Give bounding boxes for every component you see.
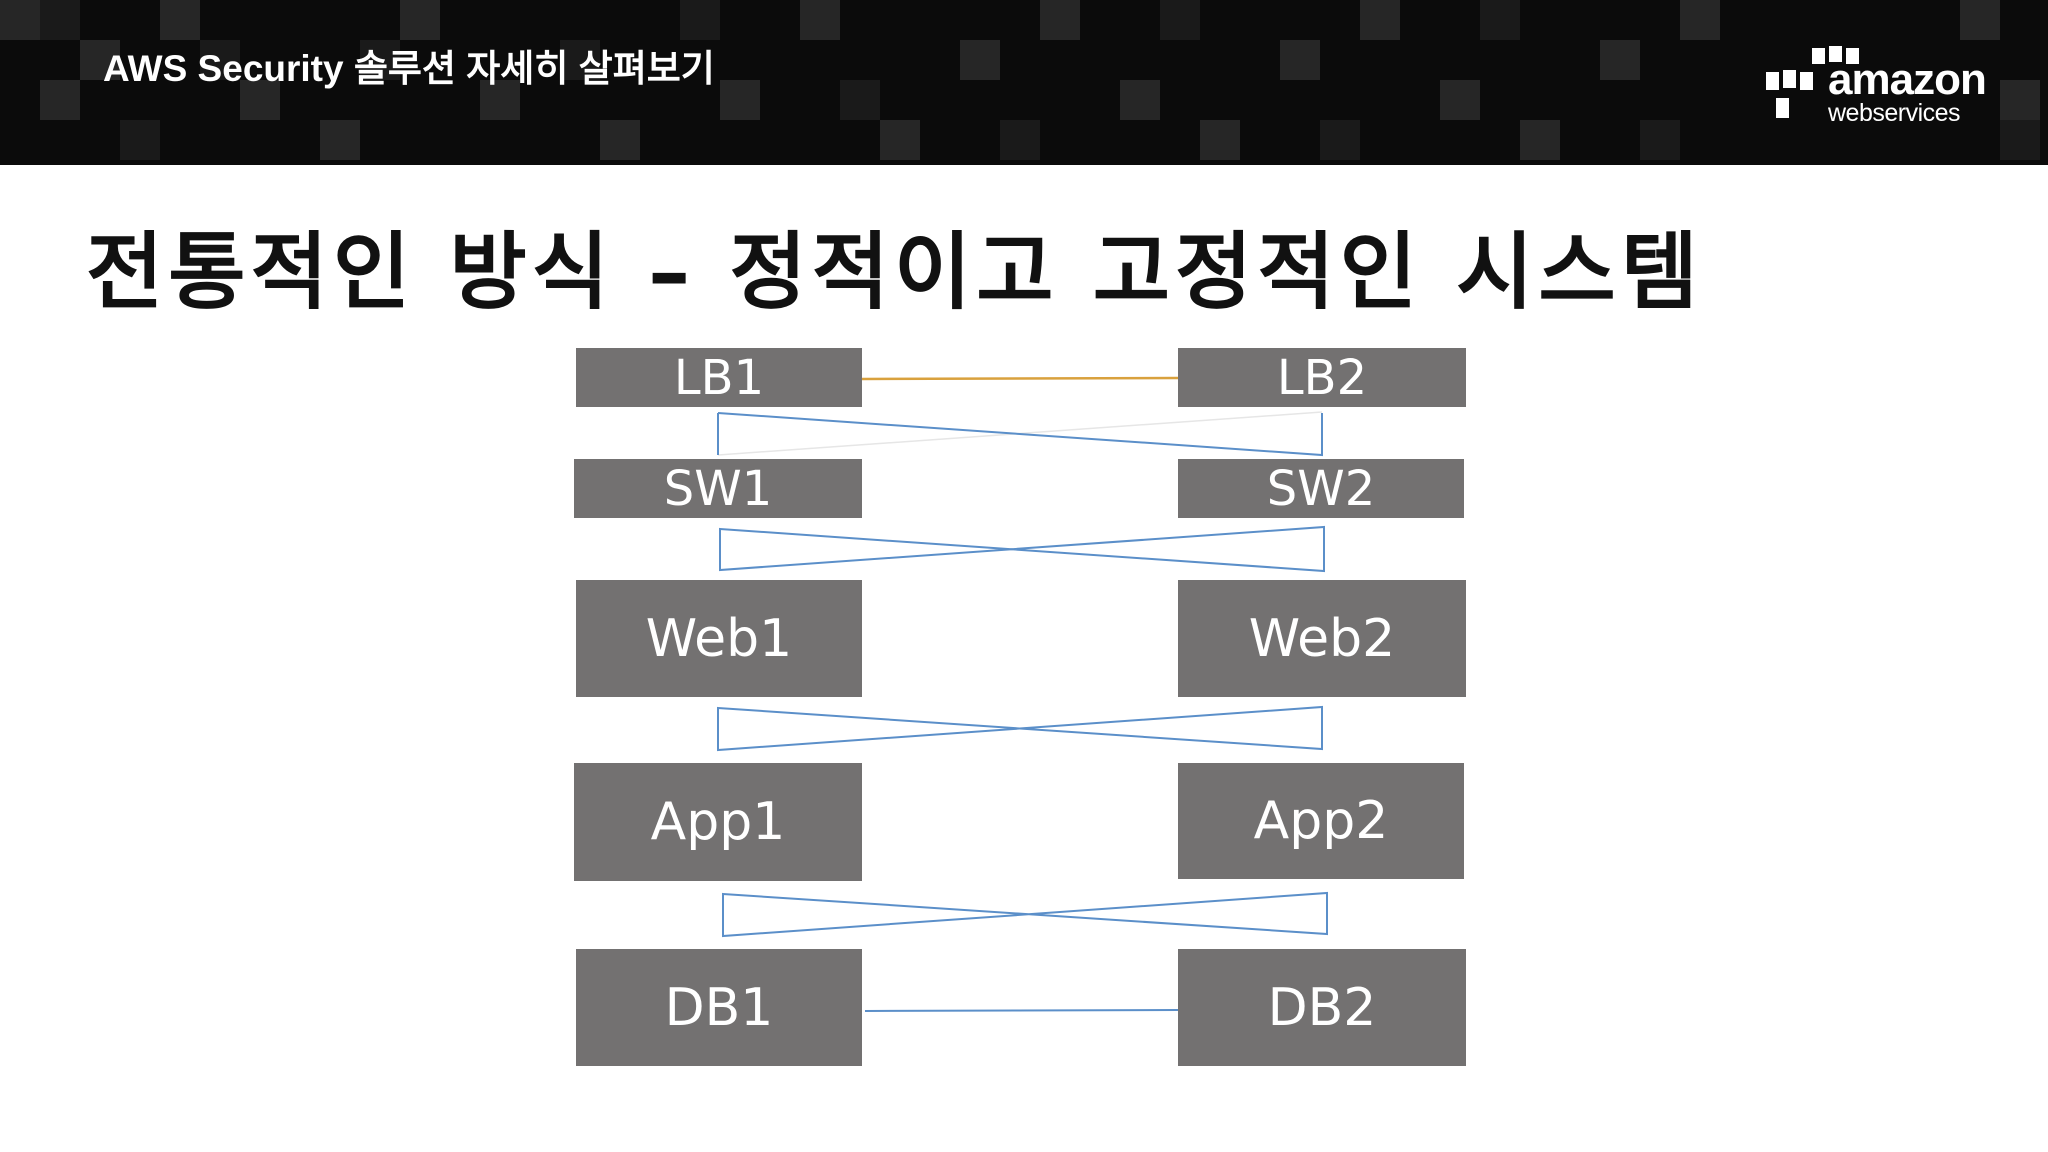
node-web1: Web1: [576, 580, 862, 697]
link-db1-db2: [864, 1009, 1179, 1012]
node-sw1: SW1: [574, 459, 862, 518]
node-db2: DB2: [1178, 949, 1466, 1066]
slide-title: 전통적인 방식 – 정적이고 고정적인 시스템: [86, 223, 1703, 321]
node-sw2: SW2: [1178, 459, 1464, 518]
node-app2: App2: [1178, 763, 1464, 879]
link-web-app-cross: [717, 705, 1323, 752]
node-lb1: LB1: [576, 348, 862, 407]
aws-cubes-icon: [1766, 46, 1859, 118]
link-sw-web-cross: [719, 525, 1325, 573]
node-lb2: LB2: [1178, 348, 1466, 407]
aws-logo: amazon webservices: [1760, 40, 1987, 130]
node-db1: DB1: [576, 949, 862, 1066]
logo-wordmark: amazon: [1828, 55, 1987, 104]
logo-subtext: webservices: [1828, 99, 1961, 127]
node-web2: Web2: [1178, 580, 1466, 697]
header-pattern: [0, 0, 2040, 160]
presentation-title: AWS Security 솔루션 자세히 살펴보기: [103, 48, 715, 89]
link-app-db-cross: [722, 891, 1328, 938]
node-app1: App1: [574, 763, 862, 881]
link-lb-sw-diag: [717, 412, 1323, 457]
link-lb1-lb2: [861, 376, 1179, 381]
header-bar: AWS Security 솔루션 자세히 살펴보기 amazon webserv…: [0, 0, 2048, 165]
